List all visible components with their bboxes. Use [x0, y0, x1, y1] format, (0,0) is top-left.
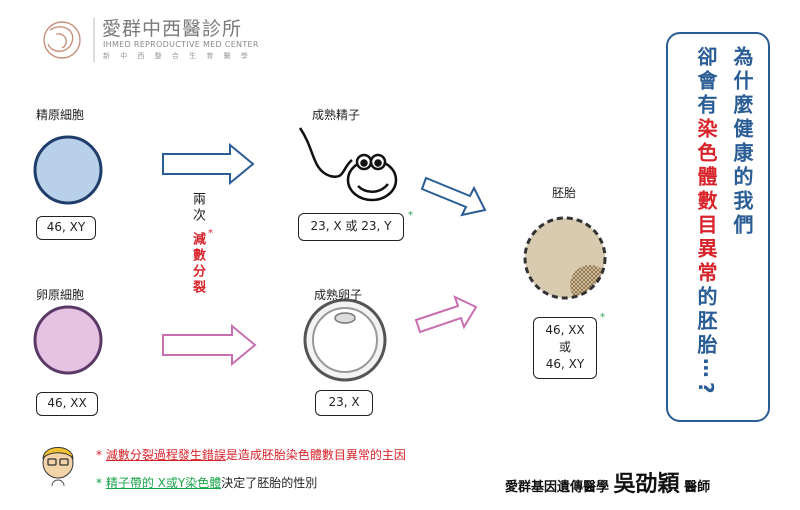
mature-sperm-label: 成熟精子: [312, 108, 361, 122]
note-1-underlined: 減數分裂過程發生錯誤: [105, 448, 226, 462]
mature-sperm-star: *: [408, 210, 413, 221]
clinic-name: 愛群中西醫診所: [102, 18, 243, 40]
egg-icon: [303, 298, 387, 382]
sperm-precursor-cell: [33, 135, 103, 205]
panel-question-right: 為什麼健康的我們: [730, 46, 754, 238]
doctor-avatar-icon: [42, 447, 74, 487]
embryo-label: 胚胎: [552, 186, 577, 200]
signature: 愛群基因遺傳醫學 吳劭穎 醫師: [505, 466, 710, 498]
note-1-star: *: [96, 448, 102, 462]
note-1: * 減數分裂過程發生錯誤是造成胚胎染色體數目異常的主因: [96, 446, 406, 463]
note-2-rest: 決定了胚胎的性別: [221, 476, 318, 490]
embryo-karyotype-b: 46, XY: [545, 357, 585, 371]
panel-question-left-red: 染色體數目異常: [694, 118, 718, 286]
mature-sperm-karyotype: 23, X 或 23, Y: [298, 213, 404, 241]
arrow-sperm-to-embryo: [420, 176, 487, 217]
clinic-name-english: IHMED REPRODUCTIVE MED CENTER: [103, 40, 259, 49]
panel-question-left-a: 卻會有: [694, 46, 718, 118]
panel-question-left: 卻會有染色體數目異常的胚胎⋯?: [694, 46, 718, 398]
signature-suffix: 醫師: [684, 480, 711, 495]
question-panel: 為什麼健康的我們 卻會有染色體數目異常的胚胎⋯?: [666, 32, 770, 422]
panel-question-left-b: 的胚胎⋯?: [694, 286, 718, 398]
division-label-bottom: 減數分裂: [190, 232, 205, 296]
mature-egg-karyotype: 23, X: [315, 390, 373, 416]
egg-precursor-cell: [33, 305, 103, 375]
note-2-star: *: [96, 476, 102, 490]
signature-name: 吳劭穎: [613, 472, 680, 497]
note-2-underlined: 精子帶的 X或Y染色體: [105, 476, 222, 490]
arrow-to-egg: [162, 323, 257, 367]
division-label-top: 兩次: [190, 192, 205, 224]
clinic-tagline: 新 中 西 整 合 生 育 醫 學: [103, 52, 252, 60]
embryo-karyotype-or: 或: [558, 340, 571, 354]
sperm-precursor-karyotype: 46, XY: [36, 216, 96, 240]
division-star: *: [208, 228, 213, 239]
mature-egg-label: 成熟卵子: [314, 288, 363, 302]
embryo-karyotype-box: 46, XX 或 46, XY: [533, 317, 597, 379]
embryo-karyotype-a: 46, XX: [545, 323, 585, 337]
egg-precursor-label: 卵原細胞: [36, 288, 85, 302]
arrow-egg-to-embryo: [414, 295, 478, 334]
signature-prefix: 愛群基因遺傳醫學: [505, 480, 610, 495]
sperm-precursor-label: 精原細胞: [36, 108, 85, 122]
clinic-logo-icon: [43, 18, 95, 62]
arrow-to-sperm: [162, 142, 255, 186]
embryo-star: *: [600, 312, 605, 323]
note-1-rest: 是造成胚胎染色體數目異常的主因: [225, 448, 406, 462]
sperm-icon: [298, 127, 398, 202]
embryo-icon: [523, 216, 607, 300]
egg-precursor-karyotype: 46, XX: [36, 392, 98, 416]
note-2: * 精子帶的 X或Y染色體決定了胚胎的性別: [96, 474, 317, 491]
